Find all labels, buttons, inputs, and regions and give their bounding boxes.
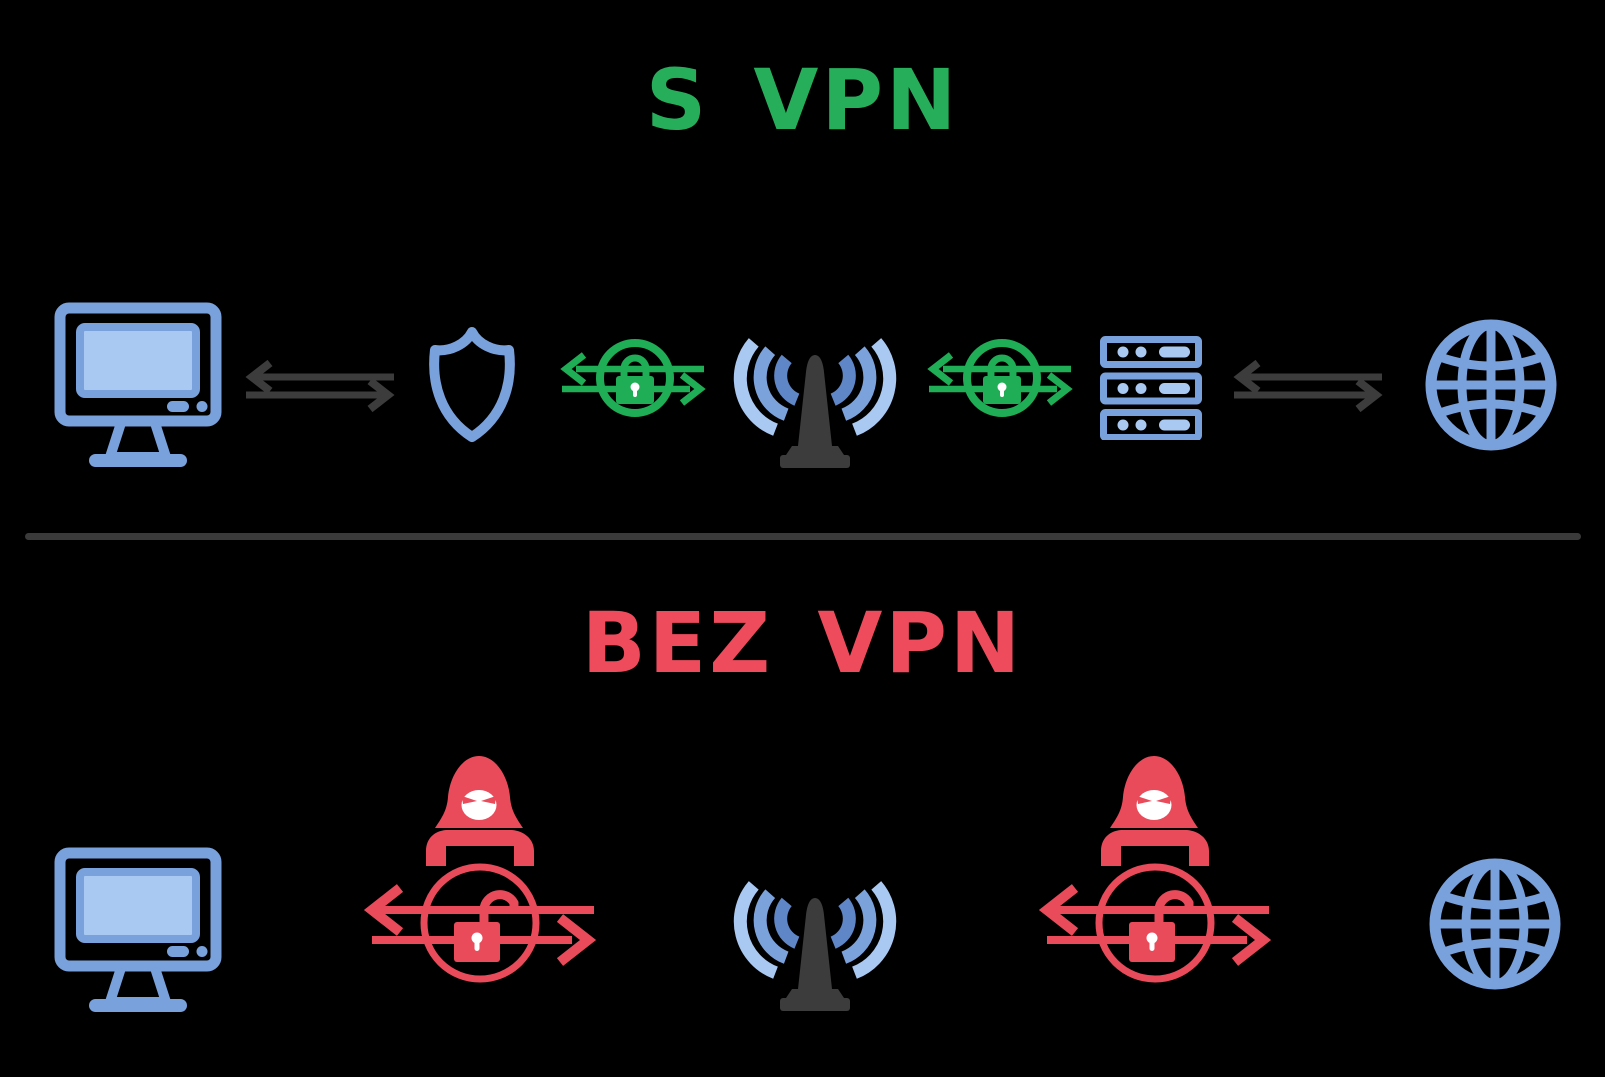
hacker-open-lock-icon bbox=[362, 750, 602, 990]
section-divider bbox=[25, 533, 1581, 540]
with-vpn-title: S VPN bbox=[645, 51, 960, 149]
wifi-antenna-icon bbox=[730, 300, 900, 470]
globe-icon bbox=[1424, 318, 1558, 452]
encrypted-lock-icon bbox=[558, 336, 708, 420]
without-vpn-title: BEZ VPN bbox=[581, 594, 1024, 692]
two-way-arrows-icon bbox=[240, 356, 400, 416]
wifi-antenna-icon bbox=[730, 843, 900, 1013]
shield-icon bbox=[416, 321, 528, 447]
server-icon bbox=[1100, 336, 1202, 440]
computer-icon bbox=[53, 301, 223, 471]
encrypted-lock-icon bbox=[925, 336, 1075, 420]
two-way-arrows-icon bbox=[1228, 356, 1388, 416]
globe-icon bbox=[1428, 857, 1562, 991]
computer-icon bbox=[53, 846, 223, 1016]
hacker-open-lock-icon bbox=[1037, 750, 1277, 990]
